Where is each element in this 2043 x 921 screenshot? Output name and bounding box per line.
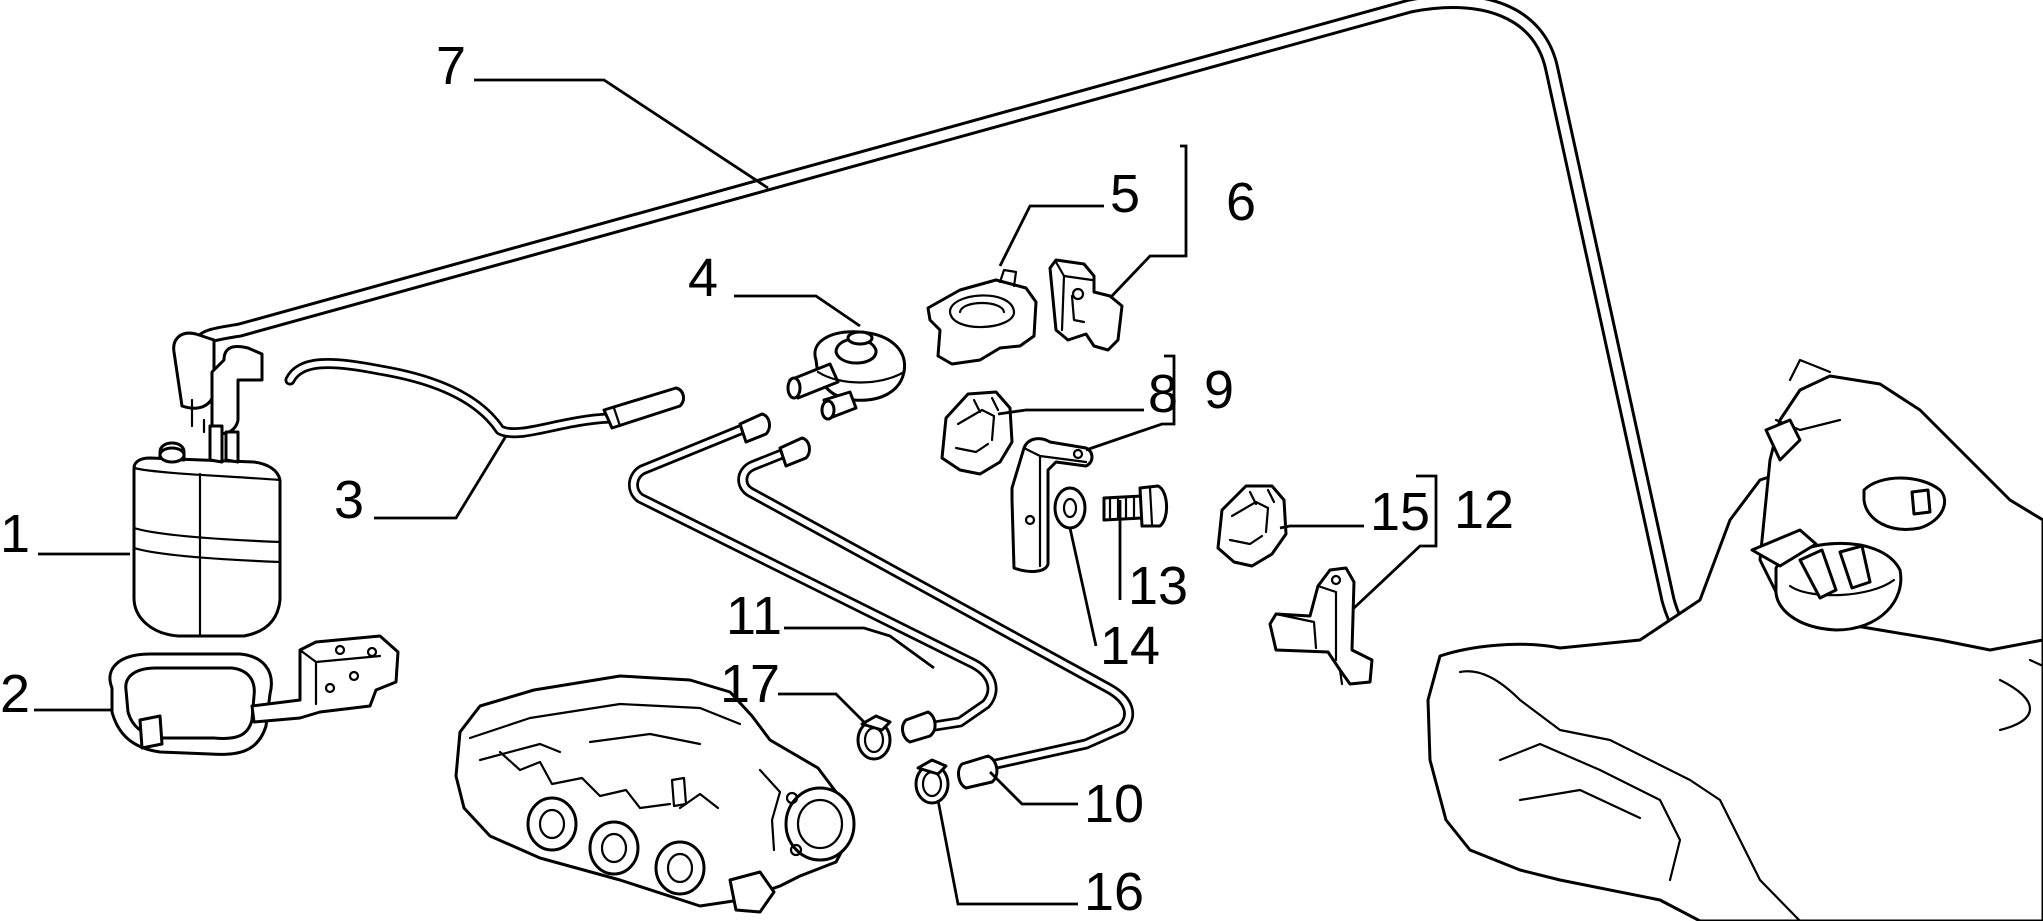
callout-1: 1 xyxy=(0,504,30,564)
callout-17: 17 xyxy=(720,654,780,714)
fuel-tank xyxy=(1426,358,2043,921)
callout-6: 6 xyxy=(1226,172,1256,232)
intake-manifold xyxy=(454,674,856,914)
part-1-canister xyxy=(132,398,282,638)
callout-8: 8 xyxy=(1148,364,1178,424)
callout-numbers: 1 2 3 4 5 6 7 8 9 10 11 12 13 14 15 16 1… xyxy=(0,36,1514,921)
part-3-hose xyxy=(284,358,685,439)
part-17-clamp xyxy=(856,714,892,761)
callout-9: 9 xyxy=(1204,360,1234,420)
part-4-purge-valve xyxy=(786,330,907,421)
callout-4: 4 xyxy=(688,248,718,308)
part-16-clamp xyxy=(914,758,950,805)
callout-7: 7 xyxy=(436,36,466,96)
part-9-strap xyxy=(1010,437,1094,573)
callout-11: 11 xyxy=(726,586,782,646)
part-11-pipe xyxy=(628,412,998,744)
part-15-clip xyxy=(1216,484,1288,568)
part-7-vapour-line xyxy=(172,0,1950,676)
callout-3: 3 xyxy=(334,470,364,530)
part-5-valve-bracket xyxy=(926,268,1038,366)
callout-12: 12 xyxy=(1454,480,1514,540)
part-10-pipe xyxy=(737,436,1135,790)
callout-2: 2 xyxy=(0,664,30,724)
callout-5: 5 xyxy=(1110,164,1140,224)
part-14-washer xyxy=(1053,486,1087,530)
callout-15: 15 xyxy=(1370,482,1430,542)
callout-13: 13 xyxy=(1128,556,1188,616)
callout-14: 14 xyxy=(1100,616,1160,676)
part-6-cover xyxy=(1048,258,1124,352)
callout-10: 10 xyxy=(1084,774,1144,834)
leader-lines xyxy=(34,78,1438,906)
part-12-angle-bracket xyxy=(1268,566,1374,686)
part-8-clip xyxy=(940,390,1014,476)
callout-16: 16 xyxy=(1084,862,1144,921)
part-2-bracket xyxy=(108,634,400,756)
part-13-bolt xyxy=(1102,484,1168,528)
